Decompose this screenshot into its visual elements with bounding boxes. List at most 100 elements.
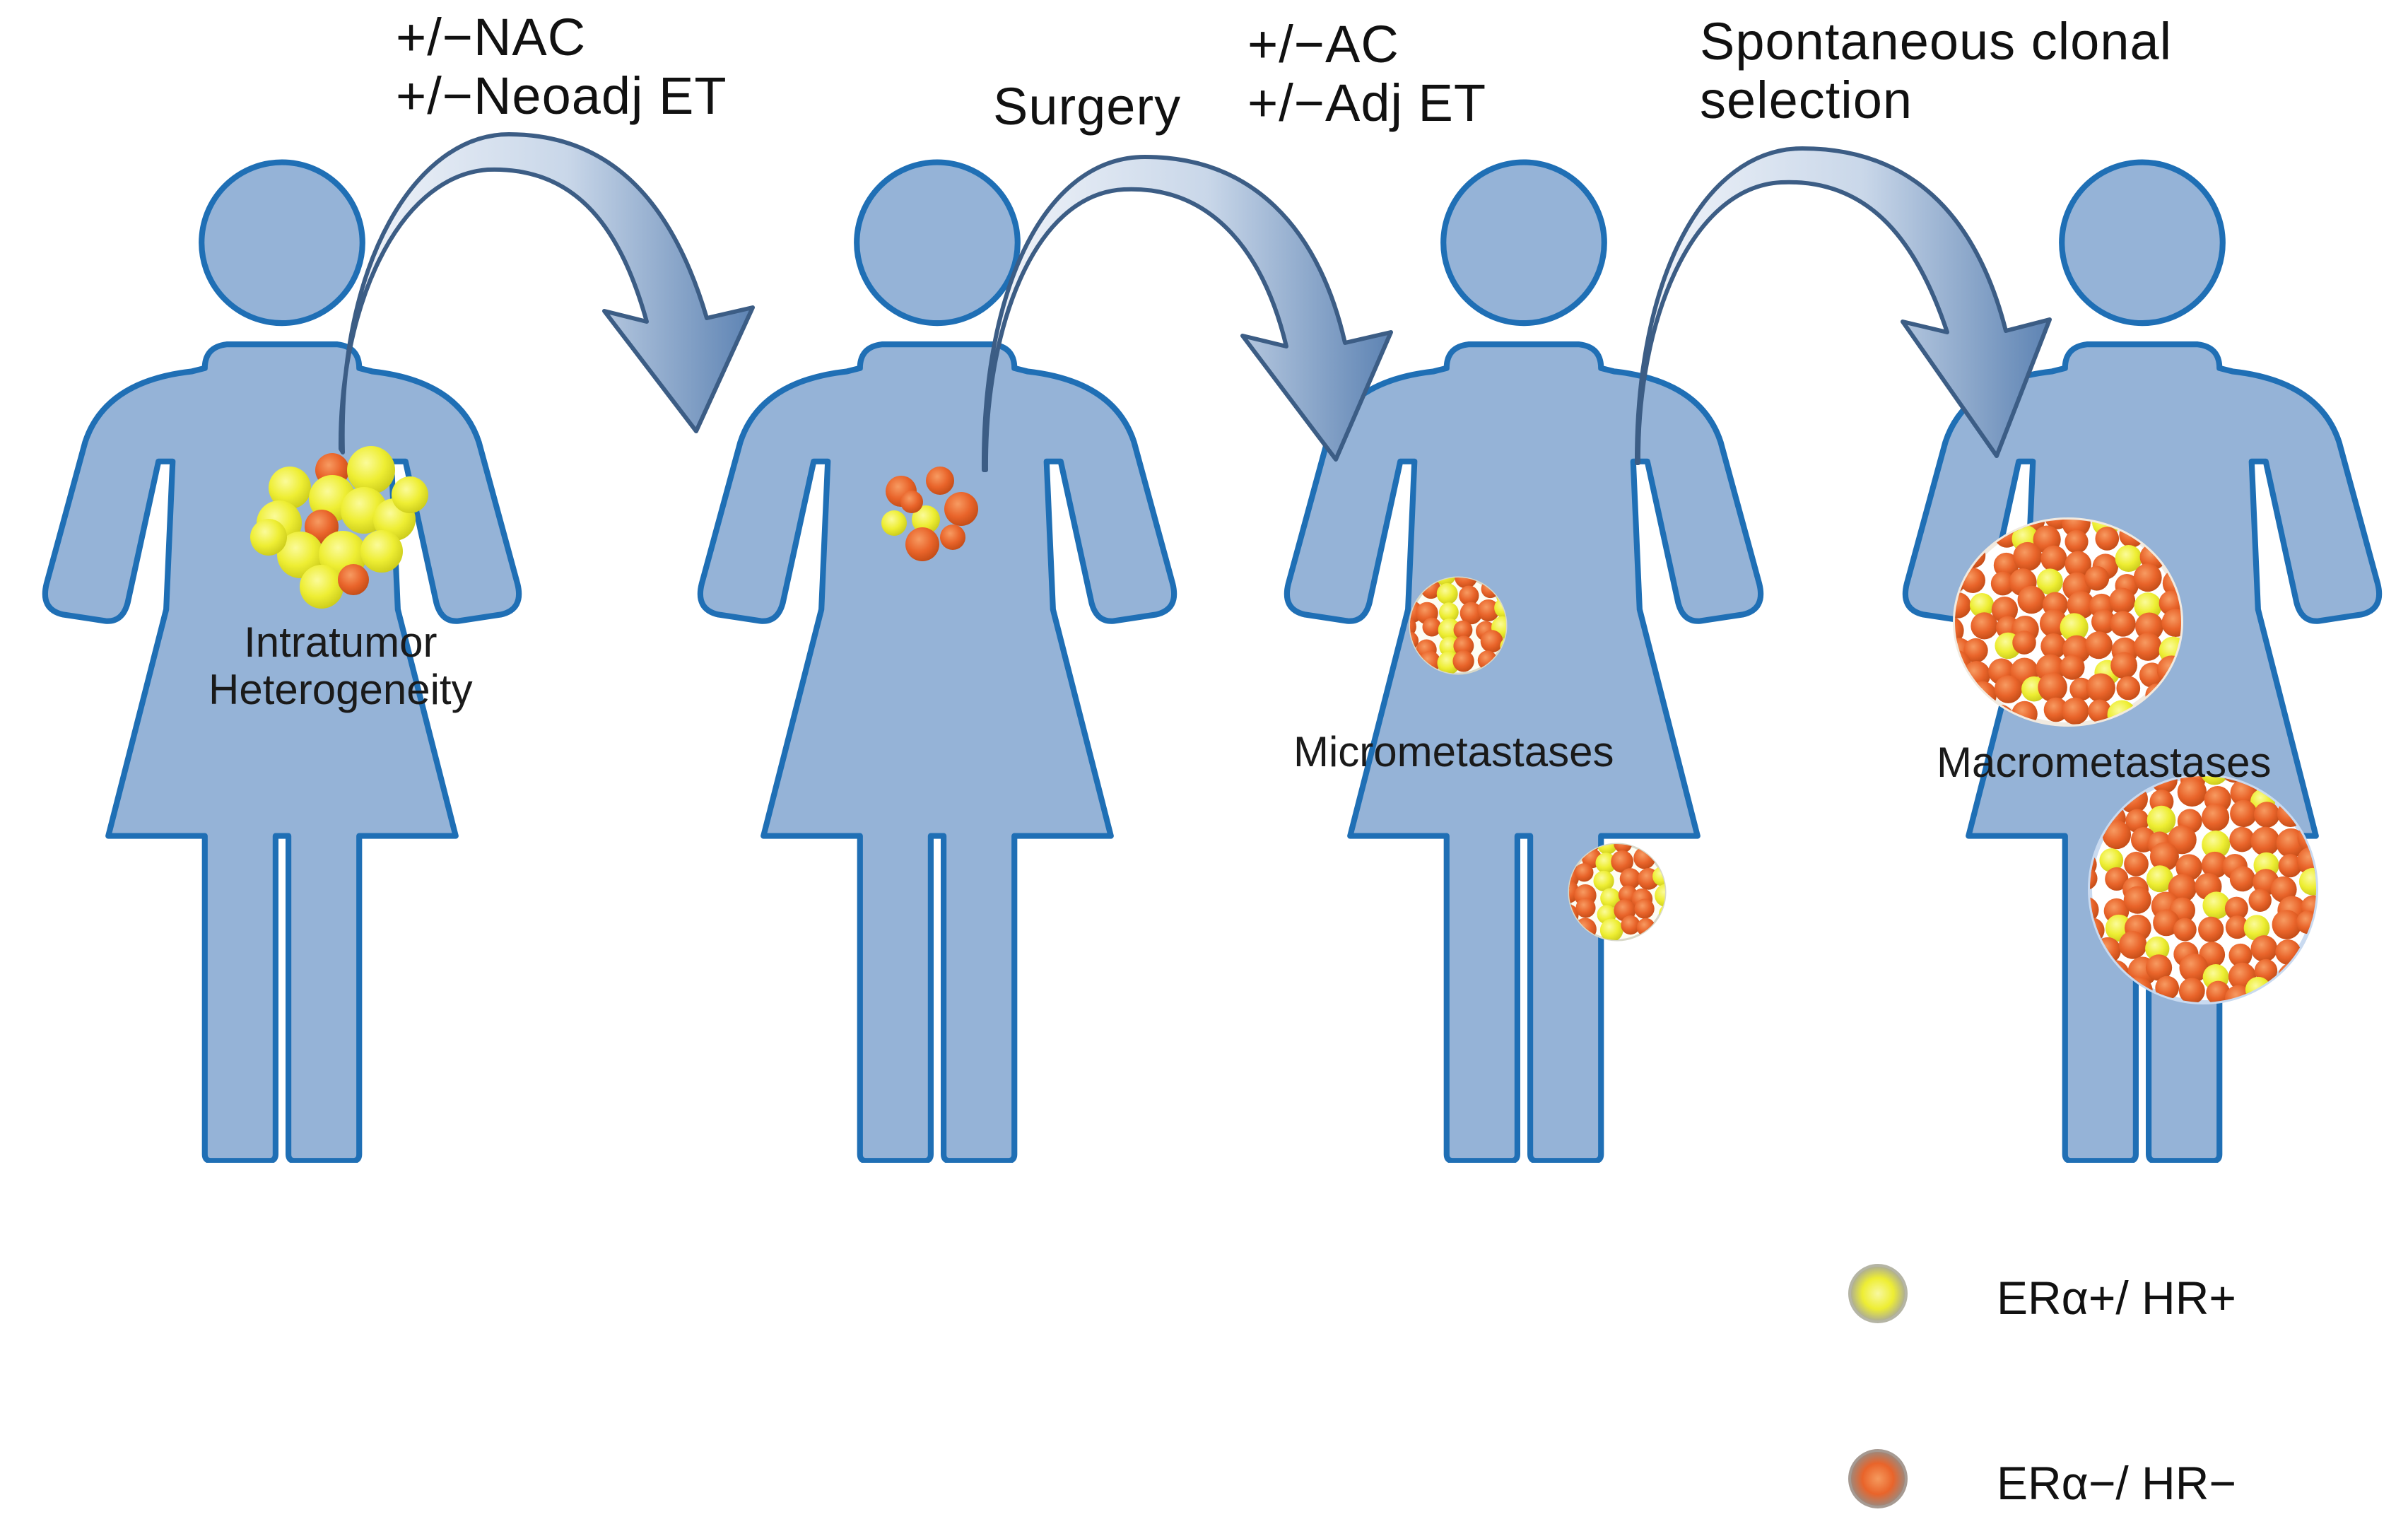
er-negative-cell <box>2095 527 2120 551</box>
er-negative-cell <box>1569 880 1580 903</box>
er-negative-cell <box>1621 915 1640 935</box>
er-negative-cell <box>1955 616 1964 645</box>
er-positive-cell <box>1595 852 1616 874</box>
er-negative-cell <box>2110 611 2136 637</box>
er-negative-cell <box>2124 851 2149 877</box>
er-negative-cell <box>940 524 965 550</box>
er-negative-cell <box>1611 850 1634 873</box>
er-negative-cell <box>2012 631 2036 655</box>
step-1-label: +/−NAC +/−Neoadj ET <box>396 8 727 126</box>
er-negative-cell <box>2102 820 2132 850</box>
er-negative-cell <box>1955 592 1971 619</box>
er-positive-cell <box>2099 848 2124 872</box>
er-positive-cell <box>1599 918 1623 940</box>
er-positive-cell <box>1655 884 1665 908</box>
legend-positive-label: ERα+/ HR+ <box>1997 1272 2236 1324</box>
er-negative-cell <box>2248 889 2272 912</box>
er-negative-cell <box>2149 842 2179 872</box>
step-4-line-2: selection <box>1700 70 1913 129</box>
legend-negative-dot <box>1848 1449 1908 1508</box>
er-negative-cell <box>2153 909 2180 937</box>
er-negative-cell <box>2088 699 2112 723</box>
er-negative-cell <box>2084 631 2113 660</box>
er-positive-cell <box>2199 776 2229 785</box>
er-negative-cell <box>2060 655 2085 680</box>
er-negative-cell <box>905 527 939 561</box>
er-positive-cell <box>277 532 324 578</box>
er-positive-cell <box>2243 915 2270 942</box>
er-negative-cell <box>1994 675 2023 703</box>
arrow-step-3 <box>1634 146 2052 465</box>
er-negative-cell <box>1634 898 1655 919</box>
er-negative-cell <box>1452 650 1474 672</box>
er-negative-cell <box>2278 854 2302 878</box>
er-negative-cell <box>2224 896 2248 920</box>
er-negative-cell <box>2040 545 2067 572</box>
er-positive-cell <box>912 505 940 534</box>
er-negative-cell <box>1963 638 1988 663</box>
er-negative-cell <box>2296 847 2316 876</box>
er-negative-cell <box>2133 563 2162 592</box>
figure-4-label: Macrometastases <box>1937 739 2272 786</box>
er-negative-cell <box>2118 931 2147 959</box>
er-negative-cell <box>1614 844 1633 853</box>
er-positive-cell <box>2145 936 2170 961</box>
er-positive-cell <box>269 467 311 509</box>
er-negative-cell <box>1993 552 2019 578</box>
er-positive-cell <box>2115 545 2142 573</box>
step-3-line-2: +/−Adj ET <box>1247 73 1487 132</box>
figure-1-label: Intratumor Heterogeneity <box>209 619 473 713</box>
er-negative-cell <box>2116 676 2141 701</box>
er-positive-cell <box>1593 870 1614 891</box>
er-negative-cell <box>2228 943 2253 967</box>
er-negative-cell <box>1460 602 1483 625</box>
er-negative-cell <box>2086 673 2115 703</box>
er-negative-cell <box>1991 596 2018 623</box>
er-negative-cell <box>2091 609 2116 634</box>
er-negative-cell <box>1575 863 1594 882</box>
arrow-step-1 <box>338 132 755 455</box>
er-negative-cell <box>2230 799 2257 828</box>
er-negative-cell <box>2175 854 2202 881</box>
er-negative-cell <box>2084 565 2110 591</box>
er-negative-cell <box>2017 585 2046 614</box>
er-negative-cell <box>2225 915 2249 939</box>
er-positive-cell <box>1436 582 1458 604</box>
er-positive-cell <box>2202 830 2231 859</box>
er-negative-cell <box>2202 803 2230 831</box>
step-2-label: Surgery <box>993 77 1182 136</box>
er-negative-cell <box>1575 898 1596 918</box>
figure-1-label-line-2: Heterogeneity <box>209 666 473 714</box>
er-negative-cell <box>2038 672 2067 703</box>
er-positive-cell <box>2202 891 2231 920</box>
er-negative-cell <box>338 564 369 595</box>
step-3-label: +/−AC +/−Adj ET <box>1247 15 1487 133</box>
er-negative-cell <box>2178 978 2205 1002</box>
er-negative-cell <box>2250 826 2280 856</box>
er-negative-cell <box>2105 867 2129 891</box>
er-negative-cell <box>1990 571 2015 596</box>
er-positive-cell <box>2146 865 2173 893</box>
er-negative-cell <box>1453 635 1474 657</box>
tumor-cluster-intratumor <box>250 446 428 609</box>
er-negative-cell <box>2065 551 2091 578</box>
er-negative-cell <box>2145 954 2173 981</box>
er-positive-cell <box>1969 592 1995 618</box>
er-negative-cell <box>1477 599 1500 622</box>
er-negative-cell <box>2173 918 2197 942</box>
er-negative-cell <box>2229 866 2255 892</box>
er-negative-cell <box>1971 612 1998 640</box>
figure-1-label-line-1: Intratumor <box>244 619 437 666</box>
er-negative-cell <box>1453 620 1473 640</box>
er-positive-cell <box>2298 867 2316 896</box>
er-negative-cell <box>2110 652 2138 679</box>
step-3-line-1: +/−AC <box>1247 15 1399 74</box>
er-negative-cell <box>944 492 978 526</box>
er-positive-cell <box>347 446 395 494</box>
er-negative-cell <box>2135 612 2163 641</box>
er-negative-cell <box>2229 826 2255 852</box>
er-negative-cell <box>2043 697 2069 722</box>
er-negative-cell <box>2272 910 2302 939</box>
step-4-line-1: Spontaneous clonal <box>1700 12 2173 71</box>
er-negative-cell <box>2090 867 2098 890</box>
